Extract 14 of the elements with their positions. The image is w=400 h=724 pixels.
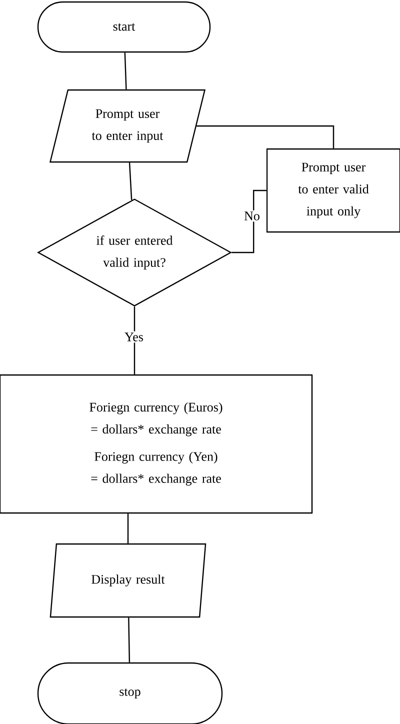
start-terminal: start	[37, 1, 211, 53]
stop-terminal: stop	[37, 662, 223, 724]
connector-line	[127, 514, 129, 544]
output-parallelogram: Display result	[50, 543, 206, 618]
edge-label: Yes	[123, 331, 145, 343]
connector-line	[124, 52, 127, 90]
connector-line	[128, 162, 132, 200]
connector-line	[134, 306, 136, 374]
connector-line	[128, 618, 130, 662]
process-box: Prompt user to enter valid input only	[266, 148, 400, 233]
connector-line	[196, 125, 334, 148]
process-box: Foriegn currency (Euros) = dollars* exchange rate Foriegn currency (Yen) = dollars* exchange rate	[0, 374, 313, 514]
connector-line	[232, 190, 266, 254]
edge-label: No	[242, 210, 262, 222]
